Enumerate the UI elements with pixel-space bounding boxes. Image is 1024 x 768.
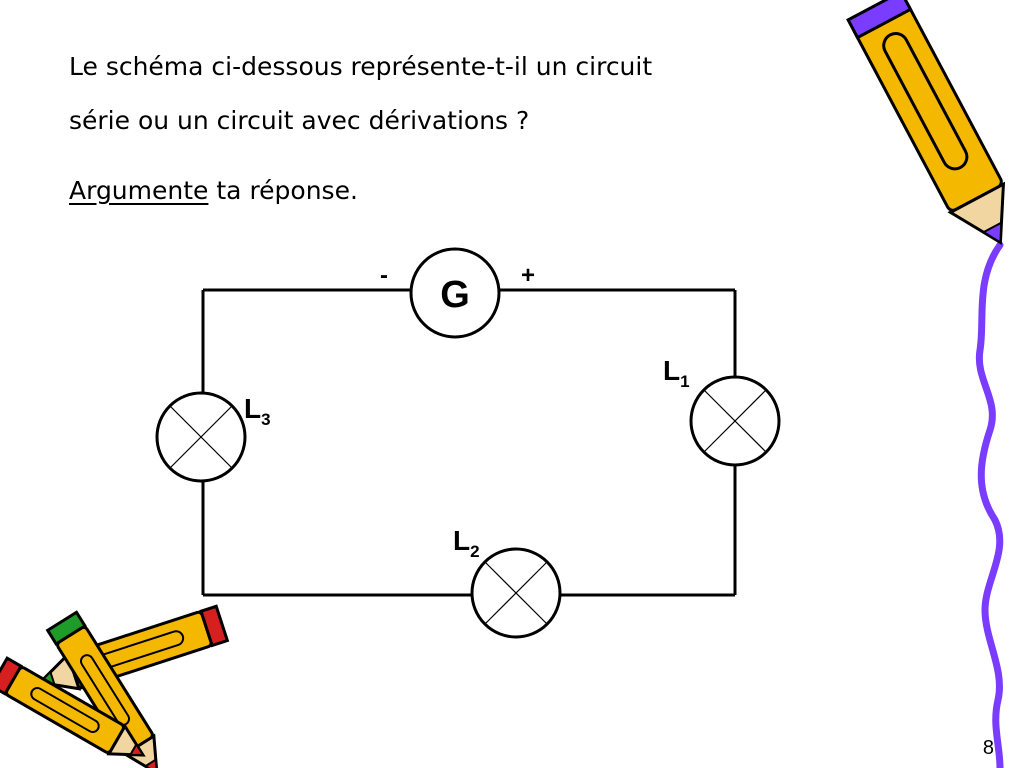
argumente-word: Argumente (69, 176, 209, 205)
circuit-wires (201, 288, 737, 597)
generator: G (409, 247, 501, 339)
pencil-top-right-icon (846, 0, 1006, 246)
lamp-l3-label: L3 (244, 393, 271, 429)
lamp-l3 (155, 391, 247, 483)
question-line-3: Argumente ta réponse. (69, 164, 849, 218)
instruction-rest: ta réponse. (208, 176, 358, 205)
lamp-l1 (689, 375, 781, 467)
slide-number: 8 (982, 737, 994, 759)
generator-plus: + (521, 262, 535, 289)
pencils-bottom-left-icon (0, 604, 230, 768)
generator-minus: - (380, 262, 388, 289)
question-line-2: série ou un circuit avec dérivations ? (69, 106, 530, 135)
lamp-l2 (470, 547, 562, 639)
question-line-1: Le schéma ci-dessous représente-t-il un … (69, 52, 653, 81)
question-text: Le schéma ci-dessous représente-t-il un … (69, 40, 849, 218)
generator-symbol: G (440, 274, 470, 316)
wavy-line-decoration (975, 241, 1004, 768)
lamp-l2-label: L2 (453, 525, 480, 561)
lamp-l1-label: L1 (663, 355, 690, 391)
